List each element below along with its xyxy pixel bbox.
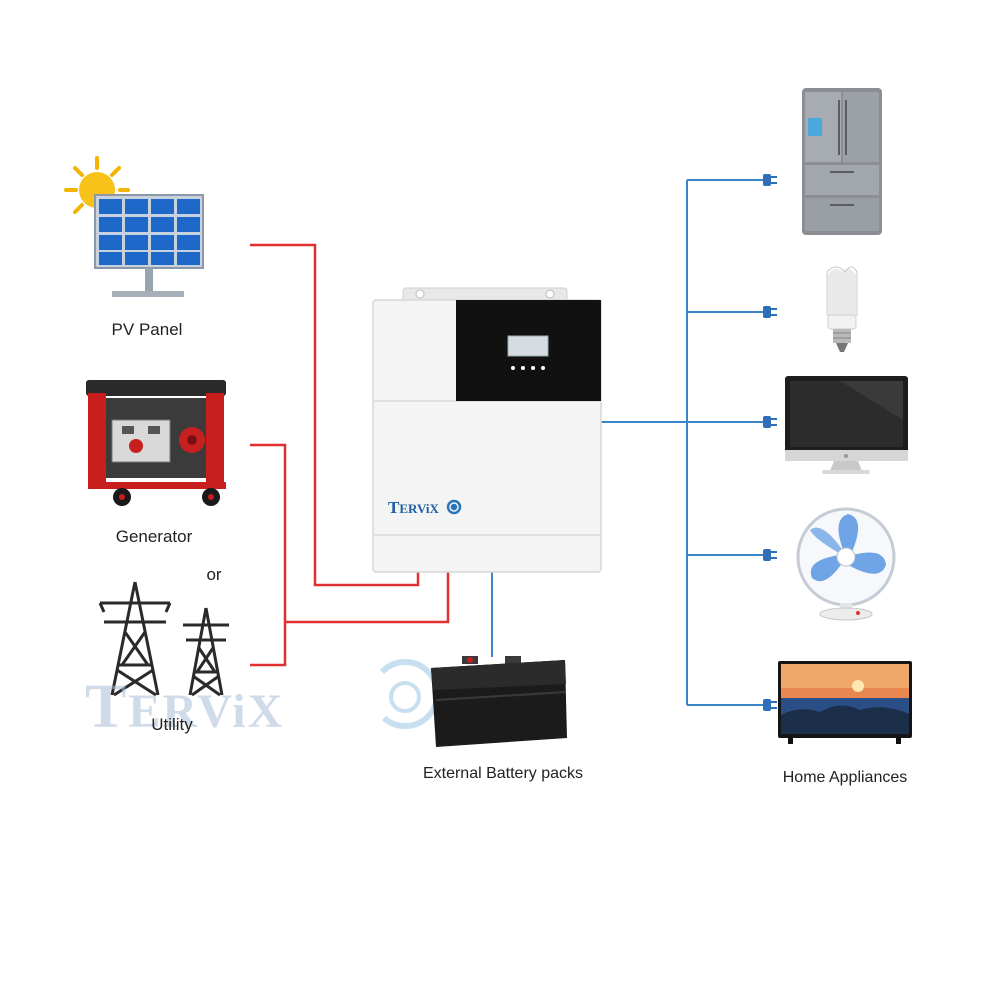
lcd-screen (507, 335, 549, 357)
pv-panel-label: PV Panel (112, 320, 183, 339)
watermark-first: T (85, 673, 128, 741)
utility-label: Utility (151, 715, 193, 734)
monitor-icon (785, 376, 908, 474)
brand-first: T (388, 498, 400, 517)
sun-icon (64, 156, 130, 214)
generator-label: Generator (116, 527, 193, 546)
plug-icon (763, 699, 777, 711)
pv-panel-icon (64, 156, 204, 297)
inverter-icon: TERViX (372, 287, 602, 573)
plug-icon (763, 306, 777, 318)
tower-large (98, 581, 172, 697)
output-wires (491, 179, 765, 706)
input-wires (250, 243, 450, 667)
plug-icon (763, 174, 777, 186)
svg-text:TERViX: TERViX (85, 673, 284, 741)
brand-rest: ERViX (399, 501, 439, 516)
bulb-icon (826, 266, 858, 352)
fridge-icon (802, 88, 882, 235)
tower-small (183, 607, 229, 697)
plug-icons (763, 174, 777, 711)
brand-logo-icon (446, 499, 462, 515)
generator-wire (250, 443, 287, 667)
generator-icon (86, 380, 226, 506)
watermark-rest: ERViX (128, 685, 284, 738)
battery-icon (431, 656, 567, 747)
home-appliances-label: Home Appliances (783, 769, 908, 786)
or-label: or (206, 565, 221, 584)
pv-wire (250, 243, 420, 587)
plug-icon (763, 416, 777, 428)
grid-wire (285, 572, 450, 624)
plug-icon (763, 549, 777, 561)
utility-towers-icon (98, 581, 229, 697)
inverter-brand: TERViX (388, 498, 439, 517)
watermark-logo-icon (379, 659, 441, 730)
control-buttons (511, 366, 545, 370)
fan-icon (796, 507, 896, 621)
watermark: TERViX (85, 659, 441, 741)
battery-label: External Battery packs (423, 765, 583, 782)
tv-icon (778, 661, 912, 744)
